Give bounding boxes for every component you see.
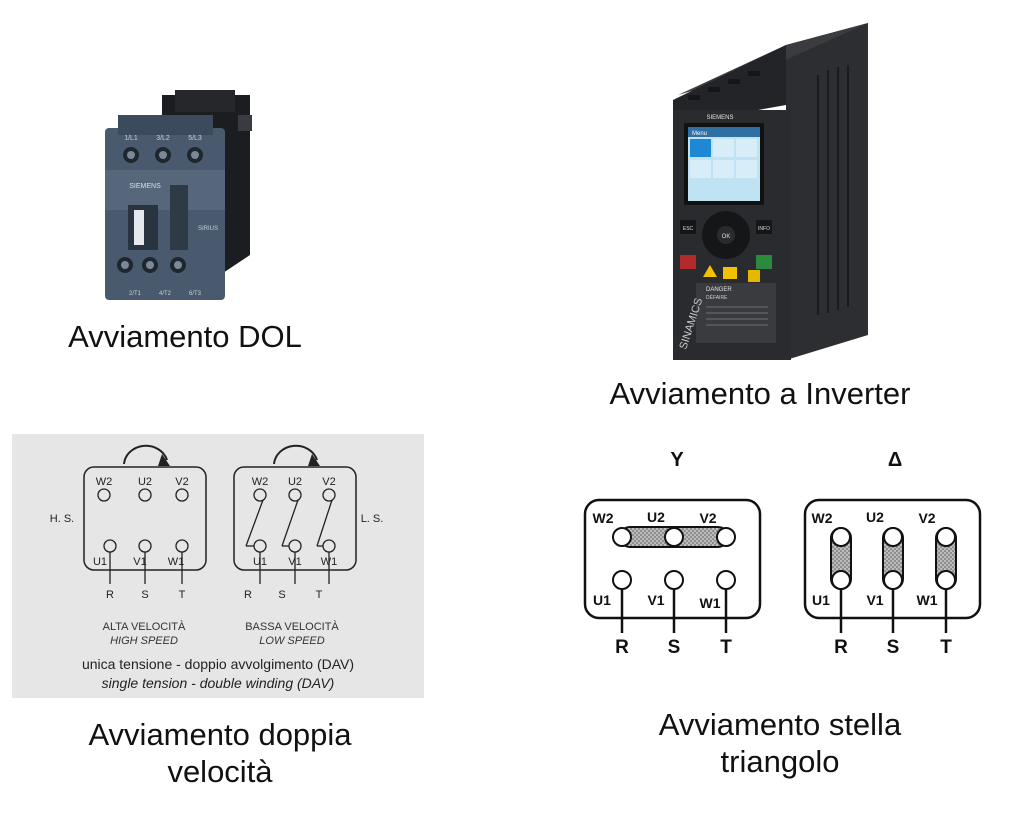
terminal-label: V2 xyxy=(699,510,716,526)
inverter-info-label: INFO xyxy=(758,226,770,232)
phase-label: R xyxy=(615,637,629,658)
inverter-image: Menu SIEMENS OK ESC INFO DANGER DÉFAIRE … xyxy=(668,15,873,360)
terminal-label: W1 xyxy=(168,556,185,568)
delta-symbol: Δ xyxy=(888,449,902,471)
terminal-label: V1 xyxy=(133,556,146,568)
terminal-label: U1 xyxy=(93,556,107,568)
inverter-brand: SIEMENS xyxy=(706,115,733,121)
contactor-terminal-label: 6/T3 xyxy=(189,291,202,297)
high-speed-it: ALTA VELOCITÀ xyxy=(103,620,186,633)
low-side-label: L. S. xyxy=(361,513,384,525)
low-speed-it: BASSA VELOCITÀ xyxy=(245,620,339,633)
phase-label: S xyxy=(278,589,285,601)
terminal-label: V2 xyxy=(322,476,335,488)
caption-two-speed-line1: Avviamento doppia xyxy=(88,717,352,752)
phase-label: R xyxy=(834,637,848,658)
star-delta-diagram: Y Δ W2 U2 V2 U1 V1 W1 R S T xyxy=(570,440,990,665)
terminal-label: W2 xyxy=(593,510,614,526)
contactor-brand: SIEMENS xyxy=(129,183,161,190)
terminal-label: U2 xyxy=(866,509,884,525)
terminal-label: U2 xyxy=(647,509,665,525)
caption-star-delta: Avviamento stella triangolo xyxy=(600,706,960,780)
caption-two-speed-line2: velocità xyxy=(167,754,273,789)
two-speed-diagram: W2 U2 V2 U1 V1 W1 R S T H. S. W2 xyxy=(12,434,424,698)
caption-two-speed: Avviamento doppia velocità xyxy=(50,716,390,790)
inverter-warning: DANGER xyxy=(706,287,732,293)
contactor-terminal-label: 2/T1 xyxy=(129,291,142,297)
footer-en: single tension - double winding (DAV) xyxy=(102,675,335,691)
phase-label: R xyxy=(106,589,114,601)
terminal-label: U1 xyxy=(593,592,611,608)
caption-dol: Avviamento DOL xyxy=(68,319,302,354)
phase-label: S xyxy=(141,589,148,601)
high-side-label: H. S. xyxy=(50,513,74,525)
high-speed-en: HIGH SPEED xyxy=(110,635,178,647)
contactor-side-text: SIRIUS xyxy=(198,226,218,232)
inverter-ok-label: OK xyxy=(722,234,731,240)
terminal-label: W1 xyxy=(917,592,938,608)
terminal-label: U2 xyxy=(138,476,152,488)
terminal-label: V2 xyxy=(918,510,935,526)
phase-label: S xyxy=(887,637,900,658)
star-terminal-box xyxy=(583,498,762,620)
inverter-warning2: DÉFAIRE xyxy=(706,294,728,301)
phase-label: R xyxy=(244,589,252,601)
contactor-terminal-label: 4/T2 xyxy=(159,291,172,297)
terminal-label: V2 xyxy=(175,476,188,488)
phase-label: T xyxy=(940,637,952,658)
rotation-arrow-icon xyxy=(123,444,168,465)
caption-star-delta-line1: Avviamento stella xyxy=(658,707,902,742)
phase-label: T xyxy=(316,589,323,601)
caption-star-delta-line2: triangolo xyxy=(720,744,840,779)
terminal-label: V1 xyxy=(647,592,664,608)
caption-inverter: Avviamento a Inverter xyxy=(609,376,911,411)
phase-label: S xyxy=(668,637,681,658)
inverter-esc-label: ESC xyxy=(683,226,694,232)
rotation-arrow-icon xyxy=(273,444,318,465)
terminal-label: W2 xyxy=(252,476,269,488)
low-speed-en: LOW SPEED xyxy=(259,635,324,647)
phase-label: T xyxy=(179,589,186,601)
contactor-terminal-label: 1/L1 xyxy=(124,135,138,142)
terminal-label: W2 xyxy=(96,476,113,488)
contactor-terminal-label: 3/L2 xyxy=(156,135,170,142)
terminal-label: U1 xyxy=(812,592,830,608)
terminal-label: V1 xyxy=(866,592,883,608)
star-symbol: Y xyxy=(670,449,684,471)
phase-label: T xyxy=(720,637,732,658)
inverter-screen-menu: Menu xyxy=(692,131,707,137)
contactor-image: 1/L1 3/L2 5/L3 SIEMENS SIRIUS 2/T1 4/T2 … xyxy=(100,90,260,305)
contactor-terminal-label: 5/L3 xyxy=(188,135,202,142)
footer-it: unica tensione - doppio avvolgimento (DA… xyxy=(82,656,354,672)
terminal-label: U2 xyxy=(288,476,302,488)
terminal-label: W2 xyxy=(812,510,833,526)
terminal-label: W1 xyxy=(700,595,721,611)
